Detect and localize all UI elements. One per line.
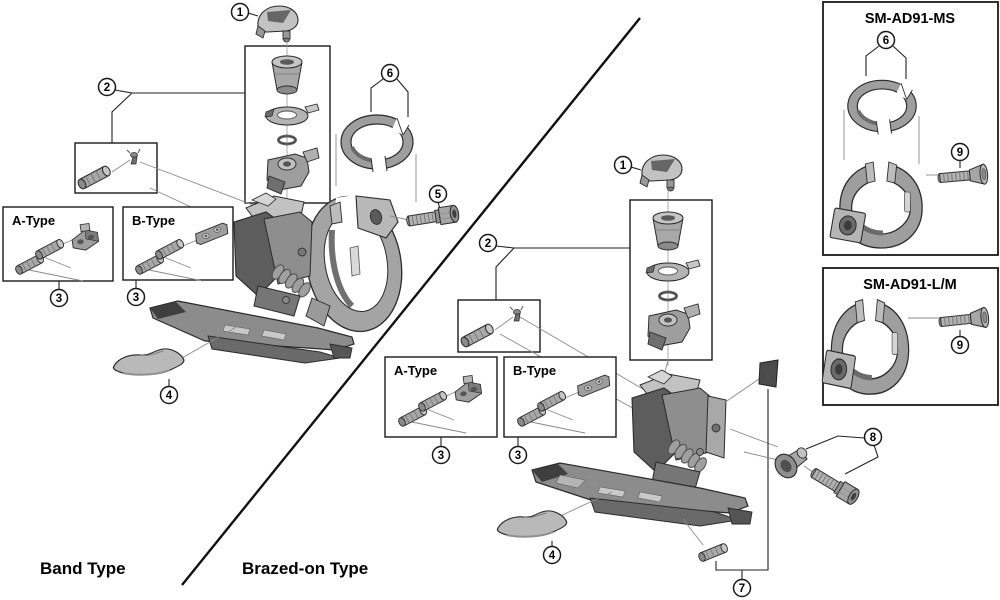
fixing-bolt-box-brazed [457, 299, 541, 353]
callout-9-lm-number: 9 [957, 340, 963, 352]
mount-bolt-part [807, 464, 862, 507]
callout-3-a-brazed-number: 3 [438, 450, 444, 462]
ms-inset-title: SM-AD91-MS [865, 11, 956, 27]
a-type-label-brazed: A-Type [394, 363, 437, 378]
brazed-on-type-section: 1 2 A-Type 3 B-Type 3 [242, 154, 883, 598]
a-type-parts-box-brazed: A-Type 3 [384, 356, 498, 465]
callout-1-brazed-number: 1 [620, 160, 627, 172]
callout-2-brazed: 2 [478, 233, 630, 300]
band-type-label: Band Type [40, 559, 126, 578]
callout-7-brazed-number: 7 [739, 583, 745, 595]
callout-3-b-brazed-number: 3 [515, 450, 521, 462]
mount-pad-part [758, 359, 779, 388]
callout-9-ms: 9 [950, 142, 970, 168]
top-cover-part-brazed [639, 154, 683, 192]
a-type-label-band: A-Type [12, 213, 55, 228]
callout-3-a-band-number: 3 [56, 293, 62, 305]
callout-4-band-number: 4 [166, 390, 173, 402]
callout-6-band-number: 6 [387, 68, 393, 80]
callout-7-brazed: 7 [715, 389, 769, 598]
a-type-parts-box-band: A-Type 3 [2, 206, 114, 308]
callout-3-b-band-number: 3 [133, 292, 139, 304]
callout-2-brazed-number: 2 [485, 238, 491, 250]
skid-plate-band [112, 347, 185, 376]
derailleur-body-band [233, 192, 314, 317]
callout-5-band-number: 5 [435, 189, 442, 201]
callout-1-band: 1 [230, 2, 259, 22]
clamp-band-part [305, 194, 403, 333]
callout-4-brazed: 4 [542, 541, 562, 565]
callout-2-band: 2 [97, 77, 245, 143]
lm-inset-title: SM-AD91-L/M [863, 277, 956, 293]
callout-6-ms-number: 6 [883, 35, 889, 47]
top-cover-part-band [255, 5, 299, 43]
support-bolt-pin-part [697, 542, 730, 563]
b-type-parts-box-band: B-Type 3 [122, 206, 234, 307]
chain-guide-cage-brazed [531, 462, 753, 527]
callout-1-band-number: 1 [237, 7, 244, 19]
sm-ad91-ms-inset: SM-AD91-MS 6 9 [822, 1, 999, 256]
callout-8-brazed: 8 [805, 427, 883, 475]
shim-ring-band [339, 113, 415, 174]
callout-8-brazed-number: 8 [870, 432, 877, 444]
fixing-bolt-box-band [74, 142, 158, 194]
b-type-label-band: B-Type [132, 213, 175, 228]
band-type-section: 1 2 A-Type 3 B-Type 3 [2, 2, 461, 578]
sm-ad91-lm-inset: SM-AD91-L/M 9 [822, 267, 999, 406]
callout-4-band: 4 [159, 379, 179, 405]
derailleur-body-brazed [631, 369, 727, 493]
callout-5-band: 5 [428, 184, 448, 210]
callout-9-lm: 9 [950, 330, 970, 355]
callout-9-ms-number: 9 [957, 147, 963, 159]
skid-plate-brazed [496, 509, 568, 538]
b-type-label-brazed: B-Type [513, 363, 556, 378]
callout-2-band-number: 2 [104, 82, 110, 94]
callout-1-brazed: 1 [613, 155, 642, 175]
callout-6-band: 6 [370, 63, 409, 117]
brazed-on-type-label: Brazed-on Type [242, 559, 368, 578]
b-type-parts-box-brazed: B-Type 3 [503, 356, 617, 465]
callout-4-brazed-number: 4 [549, 550, 556, 562]
clamp-bolt-part [404, 204, 461, 231]
stopper-grommet-part [774, 447, 808, 479]
callout-6-ms: 6 [865, 30, 907, 79]
chain-guide-cage-band [149, 300, 355, 364]
section-divider-line [181, 17, 641, 586]
